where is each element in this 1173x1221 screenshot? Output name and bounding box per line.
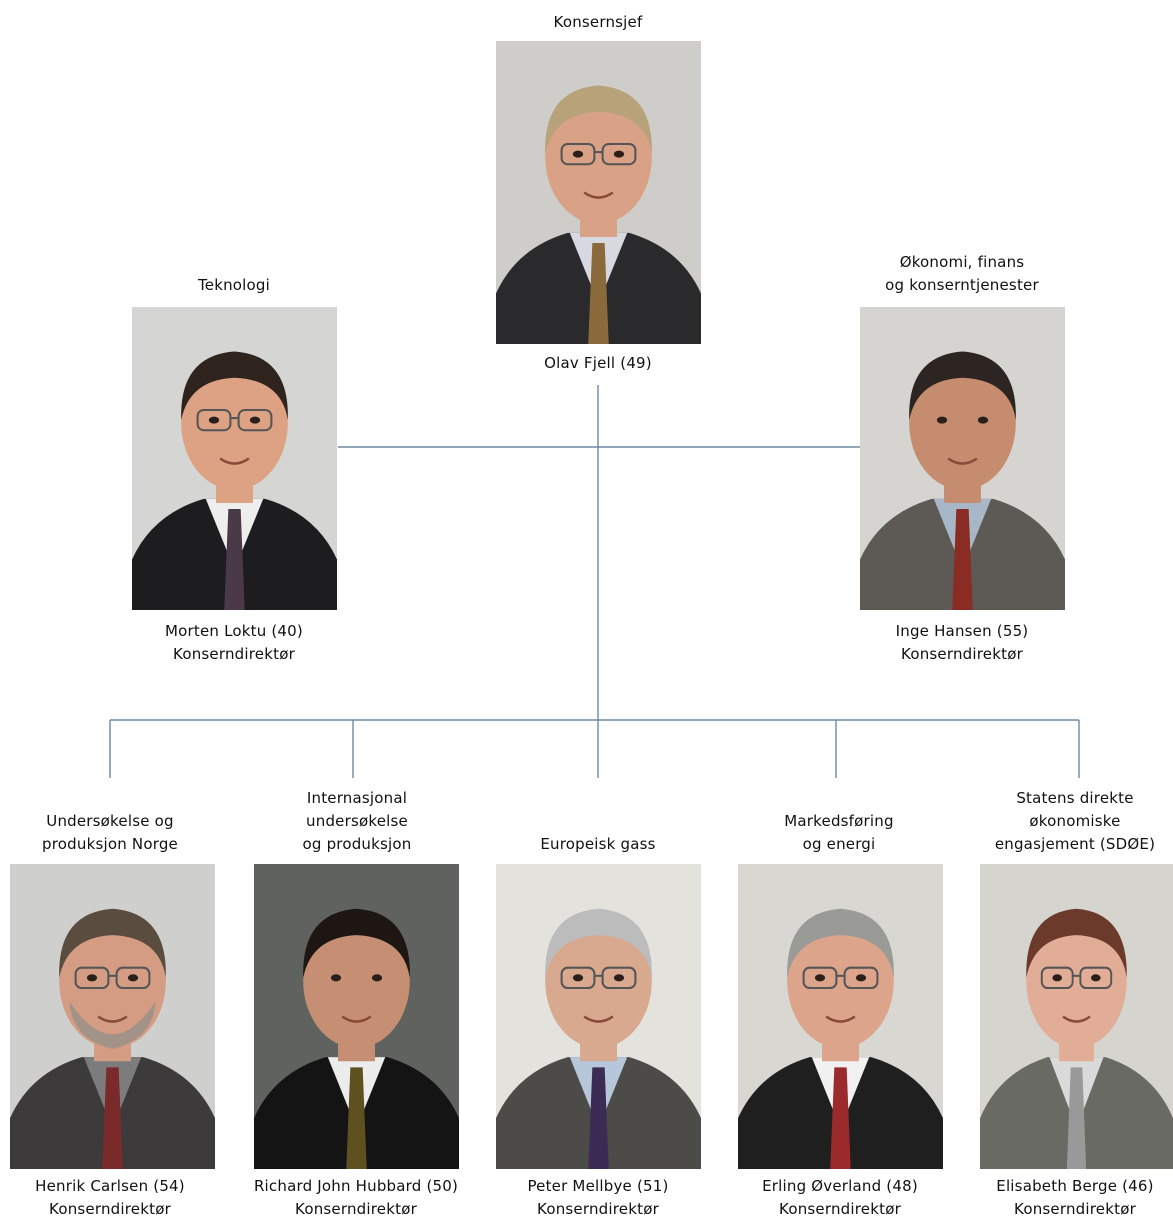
portrait-eye-right: [977, 416, 989, 424]
portrait-face: [303, 913, 410, 1049]
portrait-eye-right: [249, 416, 261, 424]
portrait-face: [545, 913, 652, 1049]
portrait-hair: [545, 908, 652, 978]
portrait-eye-right: [127, 974, 139, 982]
portrait-eye-left: [572, 150, 584, 158]
portrait-face: [909, 356, 1016, 490]
portrait-glasses-left: [196, 409, 232, 432]
bottom-name-label-5: Elisabeth Berge (46) Konserndirektør: [996, 1177, 1154, 1218]
right-name-label: Inge Hansen (55) Konserndirektør: [842, 620, 1082, 666]
bottom-photo-2: [254, 864, 459, 1169]
portrait-glasses-right: [601, 966, 637, 990]
bottom-unit-label-2: Internasjonal undersøkelse og produksjon: [302, 789, 412, 853]
bottom-photo-1: [10, 864, 215, 1169]
right-unit-label: Økonomi, finans og konserntjenester: [885, 253, 1039, 294]
portrait-tie: [952, 509, 973, 610]
right-person-name: Inge Hansen (55): [895, 622, 1029, 640]
portrait-hair: [181, 351, 288, 421]
portrait-hair: [1026, 908, 1127, 978]
portrait-eye-left: [936, 416, 948, 424]
bottom-unit-label-3: Europeisk gass: [540, 835, 656, 853]
portrait-eye-left: [814, 974, 826, 982]
portrait-hair: [303, 908, 410, 978]
portrait-face: [1026, 913, 1127, 1049]
left-name-label: Morten Loktu (40) Konserndirektør: [114, 620, 354, 666]
portrait-hair: [59, 908, 166, 978]
portrait-eye-right: [613, 150, 625, 158]
portrait-illustration: [496, 864, 701, 1169]
portrait-mouth: [1062, 1015, 1091, 1023]
portrait-face: [545, 90, 652, 224]
right-photo: [860, 307, 1065, 610]
portrait-illustration: [254, 864, 459, 1169]
portrait-eye-right: [371, 974, 383, 982]
portrait-illustration: [738, 864, 943, 1169]
bottom-name-label-4: Erling Øverland (48) Konserndirektør: [762, 1177, 918, 1218]
left-photo: [132, 307, 337, 610]
bottom-unit-label-4: Markedsføring og energi: [784, 812, 894, 853]
portrait-glasses-right: [237, 409, 273, 432]
portrait-illustration: [10, 864, 215, 1169]
portrait-glasses-right: [115, 966, 151, 990]
left-person-name: Morten Loktu (40): [165, 622, 303, 640]
portrait-eye-left: [1052, 974, 1063, 982]
portrait-tie: [102, 1067, 123, 1169]
portrait-eye-right: [855, 974, 867, 982]
portrait-illustration: [496, 41, 701, 344]
portrait-illustration: [132, 307, 337, 610]
right-person-title: Konserndirektør: [901, 645, 1023, 663]
portrait-mouth: [97, 1015, 128, 1023]
portrait-mouth: [219, 457, 250, 465]
portrait-glasses-left: [74, 966, 110, 990]
portrait-glasses-left: [1040, 966, 1074, 990]
portrait-glasses-left: [560, 966, 596, 990]
portrait-beard: [69, 1001, 156, 1050]
portrait-hair: [909, 351, 1016, 421]
portrait-glasses-left: [802, 966, 838, 990]
portrait-eye-left: [330, 974, 342, 982]
portrait-mouth: [341, 1015, 372, 1023]
portrait-eye-left: [208, 416, 220, 424]
left-person-title: Konserndirektør: [173, 645, 295, 663]
portrait-glasses-right: [843, 966, 879, 990]
portrait-eye-left: [86, 974, 98, 982]
portrait-eye-right: [613, 974, 625, 982]
ceo-unit-label: Konsernsjef: [553, 13, 643, 31]
portrait-mouth: [583, 191, 614, 199]
bottom-photo-3: [496, 864, 701, 1169]
left-unit-label: Teknologi: [197, 276, 271, 294]
bottom-unit-label-5: Statens direkte økonomiske engasjement (…: [994, 789, 1156, 853]
portrait-mouth: [583, 1015, 614, 1023]
portrait-face: [59, 913, 166, 1049]
portrait-glasses-left: [560, 143, 596, 166]
bottom-photo-4: [738, 864, 943, 1169]
bottom-unit-label-1: Undersøkelse og produksjon Norge: [42, 812, 178, 853]
portrait-glasses-right: [601, 143, 637, 166]
portrait-mouth: [825, 1015, 856, 1023]
portrait-mouth: [947, 457, 978, 465]
bottom-name-label-1: Henrik Carlsen (54) Konserndirektør: [35, 1177, 185, 1218]
portrait-tie: [588, 1067, 609, 1169]
portrait-illustration: [860, 307, 1065, 610]
ceo-photo: [496, 41, 701, 344]
portrait-tie: [1066, 1067, 1087, 1169]
portrait-face: [181, 356, 288, 490]
bottom-name-label-2: Richard John Hubbard (50) Konserndirektø…: [253, 1177, 459, 1218]
portrait-tie: [346, 1067, 367, 1169]
portrait-tie: [830, 1067, 851, 1169]
portrait-eye-left: [572, 974, 584, 982]
portrait-illustration: [980, 864, 1173, 1169]
portrait-glasses-right: [1079, 966, 1113, 990]
bottom-photo-5: [980, 864, 1173, 1169]
ceo-name-label: Olav Fjell (49): [544, 354, 652, 372]
portrait-hair: [545, 85, 652, 155]
portrait-tie: [588, 243, 609, 344]
portrait-eye-right: [1090, 974, 1101, 982]
portrait-tie: [224, 509, 245, 610]
portrait-face: [787, 913, 894, 1049]
portrait-hair: [787, 908, 894, 978]
bottom-name-label-3: Peter Mellbye (51) Konserndirektør: [527, 1177, 669, 1218]
